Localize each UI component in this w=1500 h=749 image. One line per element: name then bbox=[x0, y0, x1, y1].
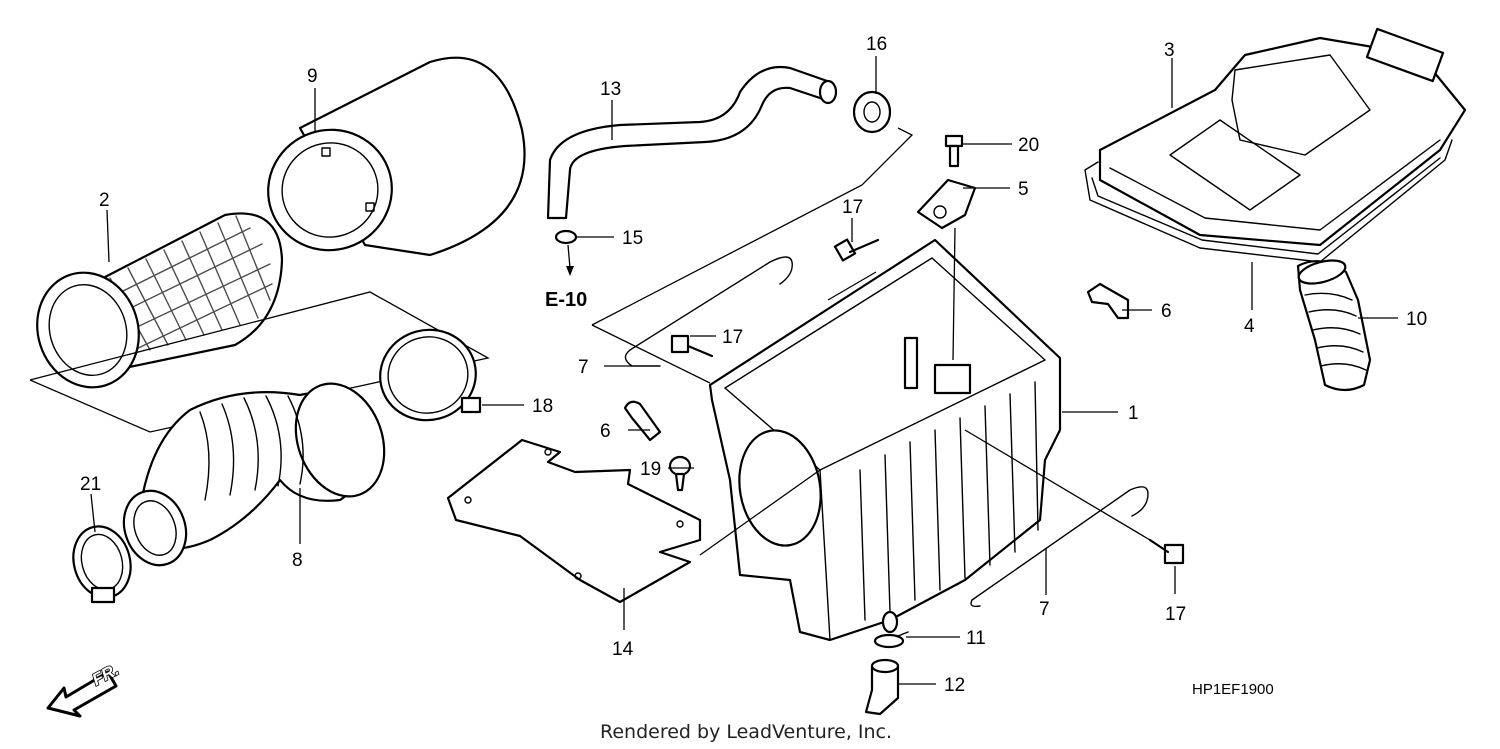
callout-15[interactable]: 15 bbox=[622, 228, 643, 249]
part-intake-tube[interactable] bbox=[114, 371, 399, 574]
render-credit: Rendered by LeadVenture, Inc. bbox=[600, 721, 892, 743]
callout-6-left[interactable]: 6 bbox=[600, 421, 611, 442]
callout-2[interactable]: 2 bbox=[99, 190, 110, 211]
callout-17-middle[interactable]: 17 bbox=[722, 327, 743, 348]
part-outer-filter-cover[interactable] bbox=[252, 56, 526, 267]
callout-11[interactable]: 11 bbox=[966, 628, 986, 649]
callout-8[interactable]: 8 bbox=[292, 550, 303, 571]
part-bolt-17-middle[interactable] bbox=[670, 334, 714, 358]
callout-14[interactable]: 14 bbox=[612, 639, 634, 660]
callout-1[interactable]: 1 bbox=[1128, 403, 1139, 424]
part-air-cleaner-case[interactable] bbox=[708, 238, 1062, 642]
part-grommet[interactable] bbox=[852, 90, 892, 134]
part-push-rivet[interactable] bbox=[668, 455, 692, 492]
part-bolt-17-upper[interactable] bbox=[833, 238, 880, 262]
front-direction-arrow-icon: FR. bbox=[46, 659, 123, 718]
callout-6-right[interactable]: 6 bbox=[1161, 301, 1172, 322]
part-band-clamp[interactable] bbox=[370, 319, 486, 431]
callout-18[interactable]: 18 bbox=[532, 396, 553, 417]
part-bolt-17-lower[interactable] bbox=[1148, 538, 1185, 565]
part-bolt-20[interactable] bbox=[944, 134, 964, 168]
part-clip-6-right[interactable] bbox=[1086, 282, 1130, 320]
callout-17-upper[interactable]: 17 bbox=[842, 197, 863, 218]
leader-lines bbox=[90, 56, 1398, 685]
section-reference[interactable]: E-10 bbox=[545, 289, 587, 311]
callout-17-lower[interactable]: 17 bbox=[1165, 604, 1186, 625]
part-intake-duct[interactable] bbox=[1296, 256, 1372, 392]
part-hose-clamp[interactable] bbox=[66, 520, 139, 604]
callout-20[interactable]: 20 bbox=[1018, 135, 1039, 156]
part-clip-6-left[interactable] bbox=[623, 400, 662, 442]
callout-7-lower[interactable]: 7 bbox=[1039, 599, 1050, 620]
part-cover-gasket[interactable] bbox=[1084, 139, 1453, 263]
callout-16[interactable]: 16 bbox=[866, 34, 887, 55]
part-breather-tube[interactable] bbox=[546, 65, 838, 220]
callout-12[interactable]: 12 bbox=[944, 675, 965, 696]
part-seal-plate[interactable] bbox=[446, 438, 702, 604]
callout-10[interactable]: 10 bbox=[1406, 309, 1427, 330]
part-tube-clip[interactable] bbox=[554, 229, 578, 276]
callout-5[interactable]: 5 bbox=[1018, 179, 1029, 200]
part-case-cover[interactable] bbox=[1098, 27, 1467, 247]
callout-9[interactable]: 9 bbox=[307, 66, 318, 87]
callout-13[interactable]: 13 bbox=[600, 79, 621, 100]
part-bracket[interactable] bbox=[916, 178, 977, 361]
part-drain-tube[interactable] bbox=[864, 658, 900, 716]
callout-21[interactable]: 21 bbox=[80, 474, 101, 495]
arrow-head bbox=[566, 266, 574, 276]
callout-7-upper[interactable]: 7 bbox=[578, 357, 589, 378]
callout-19[interactable]: 19 bbox=[640, 459, 661, 480]
part-drain-clip[interactable] bbox=[873, 631, 909, 649]
callout-4[interactable]: 4 bbox=[1244, 316, 1255, 337]
part-filter-element[interactable] bbox=[23, 212, 284, 400]
callout-3[interactable]: 3 bbox=[1164, 40, 1175, 61]
part-strap-lower[interactable] bbox=[970, 486, 1149, 608]
diagram-code: HP1EF1900 bbox=[1192, 681, 1274, 698]
callout-numbers: 1 2 3 4 5 6 6 7 7 8 9 10 11 12 13 14 15 … bbox=[80, 34, 1427, 696]
